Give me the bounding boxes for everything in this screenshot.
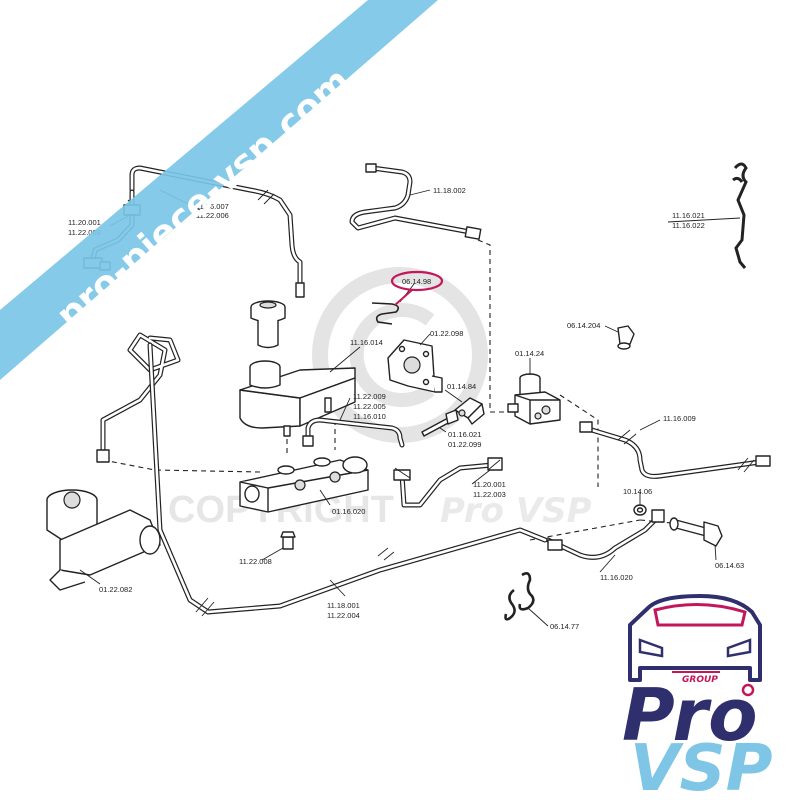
part-label: 11.16.009 xyxy=(663,414,696,423)
part-label: 11.16.010 xyxy=(353,412,386,421)
website-banner-text: pro-piece-vsp.com xyxy=(49,60,358,337)
part-label: 11.16.020 xyxy=(600,573,633,582)
clutch-master-cylinder xyxy=(46,489,161,591)
brand-watermark-text: Pro VSP xyxy=(440,491,592,531)
bolt-01-16-021 xyxy=(421,409,459,437)
part-label: 06.14.98 xyxy=(402,277,431,286)
hose-middle xyxy=(393,457,503,508)
bleed-screw xyxy=(280,531,296,550)
part-label: 01.22.098 xyxy=(430,329,463,338)
part-label: 11.16.021 xyxy=(672,211,705,220)
reservoir-cap xyxy=(250,300,286,349)
logo-vsp-text: VSP xyxy=(630,732,773,800)
part-label: 01.22.099 xyxy=(448,440,481,449)
part-label: 11.22.005 xyxy=(353,402,386,411)
part-label: 11.22.006 xyxy=(196,211,229,220)
part-label: 11.22.009 xyxy=(353,392,386,401)
part-label: 11.20.001 xyxy=(68,218,101,227)
master-cylinder xyxy=(239,456,369,513)
part-label: 11.16.014 xyxy=(350,338,383,347)
pipe-11-16-020 xyxy=(545,509,665,560)
part-number-labels: 11.20.001 11.22.003 11.16.007 11.22.006 … xyxy=(68,186,744,631)
logo-group-text: GROUP xyxy=(682,675,718,685)
part-label: 11.18.002 xyxy=(433,186,466,195)
part-label: 11.20.001 xyxy=(473,480,506,489)
logo-pro-text: Pro xyxy=(622,673,758,757)
pipe-11-16-009 xyxy=(579,421,771,479)
part-label: 01.22.082 xyxy=(99,585,132,594)
part-label: 06.14.204 xyxy=(567,321,600,330)
pipe-11-22-009 xyxy=(302,417,405,448)
part-label: 11.16.007 xyxy=(196,202,229,211)
pipe-11-16-007 xyxy=(129,165,305,298)
bracket-01-22-098 xyxy=(387,339,443,393)
part-label: 01.14.84 xyxy=(447,382,476,391)
part-label: 06.14.77 xyxy=(550,622,579,631)
nut-06-14-204 xyxy=(617,325,635,350)
union-fitting xyxy=(454,397,485,425)
part-label: 11.22.003 xyxy=(68,228,101,237)
spring-06-14-77 xyxy=(504,572,535,621)
part-label: 01.16.020 xyxy=(332,507,365,516)
part-label: 11.22.003 xyxy=(473,490,506,499)
part-label: 11.22.008 xyxy=(239,557,272,566)
brake-fluid-reservoir xyxy=(239,360,356,437)
part-label: 06.14.63 xyxy=(715,561,744,570)
part-label: 11.16.022 xyxy=(672,221,705,230)
valve-block-01-14-24 xyxy=(507,373,561,425)
part-label: 01.16.021 xyxy=(448,430,481,439)
washer-10-14-06 xyxy=(633,504,647,516)
part-label: 10.14.06 xyxy=(623,487,652,496)
part-label: 11.22.004 xyxy=(327,611,360,620)
part-label: 01.14.24 xyxy=(515,349,544,358)
clip-11-16-021 xyxy=(732,162,748,269)
provsp-logo: GROUP Pro VSP xyxy=(622,594,773,800)
pipe-11-18-002 xyxy=(349,163,482,240)
pipe-11-18-001 xyxy=(96,332,548,617)
bolt-06-14-63 xyxy=(669,517,723,547)
part-label: 11.18.001 xyxy=(327,601,360,610)
highlight-callout xyxy=(390,270,444,306)
